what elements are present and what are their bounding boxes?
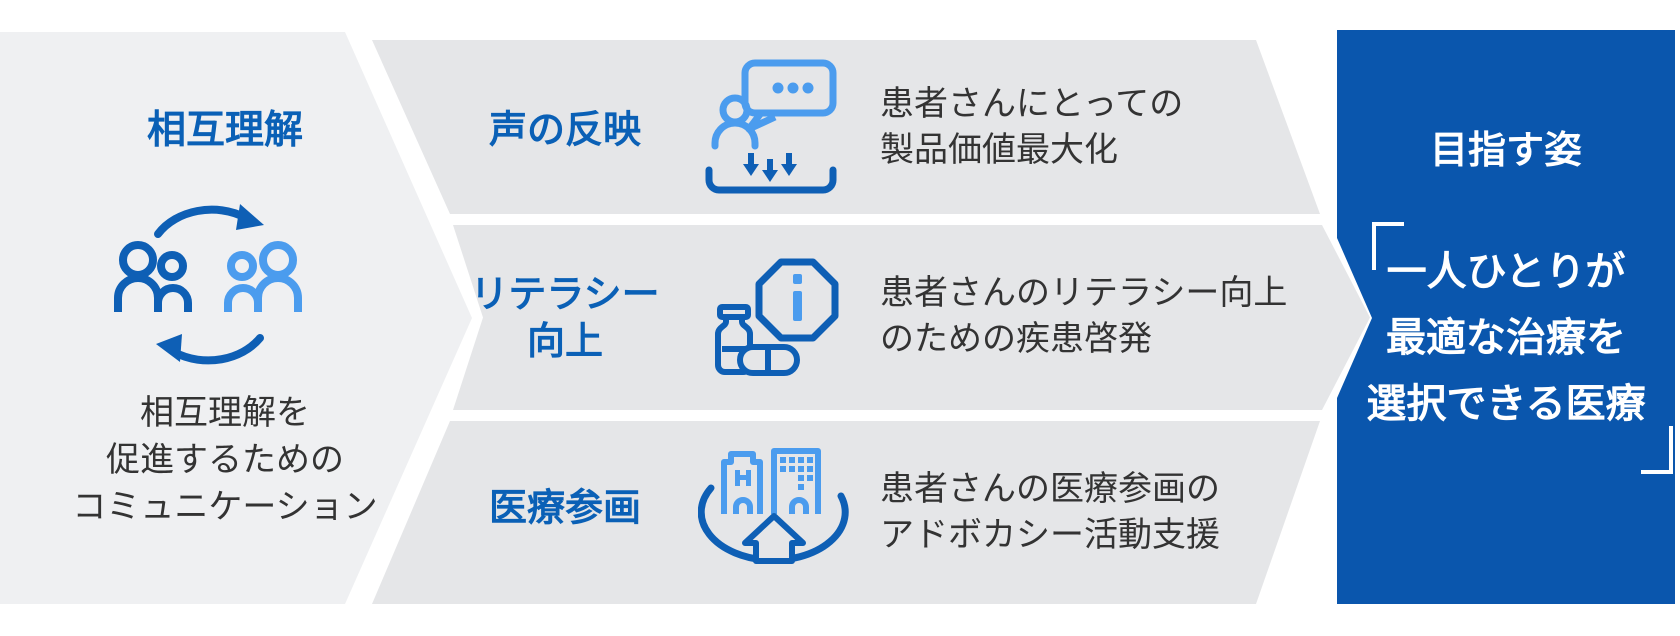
goal-panel-title: 目指す姿 [1429, 130, 1582, 172]
mutual-understanding-cycle-icon [112, 198, 317, 366]
left-desc-line-3: コミュニケーション [72, 488, 378, 526]
quote-open-bracket [1372, 222, 1404, 270]
row-participation-description: 患者さんの医療参画の アドボカシー活動支援 [880, 470, 1220, 554]
process-band-voice-shape [372, 40, 1320, 214]
left-panel-description: 相互理解を 促進するための コミュニケーション [0, 390, 450, 531]
quote-close-bracket [1641, 426, 1673, 474]
medical-participation-icon [698, 448, 850, 566]
row-voice-title: 声の反映 [488, 109, 641, 152]
row-literacy-description: 患者さんのリテラシー向上 のための疾患啓発 [880, 274, 1288, 358]
process-band-literacy-arrow-shape [453, 225, 1370, 410]
row-voice-description: 患者さんにとっての 製品価値最大化 [880, 85, 1184, 169]
left-desc-line-1: 相互理解を [140, 394, 310, 432]
goal-quote-text: 一人ひとりが 最適な治療を 選択できる医療 [1366, 250, 1646, 426]
literacy-improvement-icon [710, 254, 844, 380]
left-desc-line-2: 促進するための [106, 441, 344, 479]
row-literacy-title: リテラシー 向上 [470, 274, 660, 363]
voice-feedback-icon [705, 58, 839, 194]
row-participation-title: 医療参画 [488, 487, 641, 530]
left-panel-title: 相互理解 [146, 109, 303, 152]
goal-panel-shape [1337, 30, 1675, 604]
